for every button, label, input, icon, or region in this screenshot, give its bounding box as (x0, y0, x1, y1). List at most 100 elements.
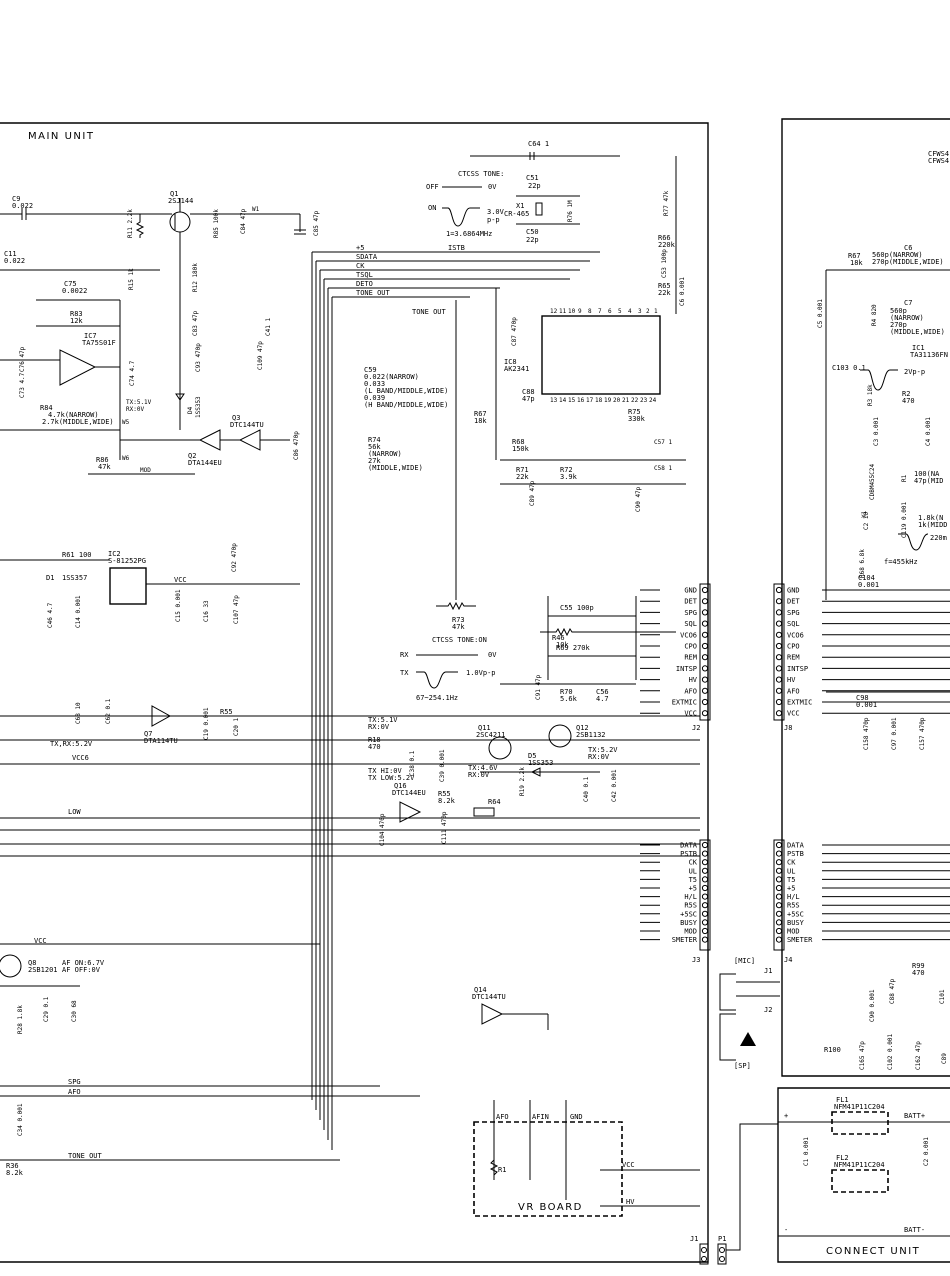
ic8-pin: 5 (618, 308, 622, 315)
r84-value-2: 2.7k(MIDDLE,WIDE) (42, 418, 114, 426)
c59-ref: C59 (364, 366, 377, 374)
c98r-ref: C98 (856, 694, 869, 702)
vcc06-label: VCC6 (72, 754, 89, 762)
r2r-ref: R2 (902, 390, 910, 398)
q7-ref: Q7 (144, 730, 152, 738)
ctcss-on-v: 3.0V (487, 208, 505, 216)
j3-ref: J3 (692, 956, 700, 964)
c107-label: C107 47p (233, 595, 240, 624)
connector-pin-label: SMETER (672, 936, 698, 944)
jacks: [MIC] J1 J2 [SP] R99 470 C88 47p C90 0.0… (719, 957, 948, 1070)
connector-pin (775, 698, 783, 706)
c2c-label: C2 0.001 (923, 1137, 930, 1166)
connector-pin (701, 876, 709, 883)
d5-part: 1SS353 (528, 759, 553, 767)
connector-pin-label: INTSP (676, 665, 697, 673)
c97r-label: C97 0.001 (891, 717, 898, 750)
c29-label: C29 0.1 (43, 996, 50, 1022)
q8-ref: Q8 (28, 959, 36, 967)
connector-pin (775, 859, 783, 866)
c7r-l2: 270p (890, 321, 907, 329)
r74-line-2: 27k (368, 457, 381, 465)
r4r-label: R4 820 (871, 304, 878, 326)
connector-pin-label: SMETER (787, 936, 813, 944)
r67-value: 18k (474, 417, 487, 425)
connector-pin-label: UL (689, 867, 697, 875)
r76-label: R76 1M (567, 200, 574, 222)
bus-label-5: TONE OUT (356, 289, 391, 297)
connector-pin-label: BUSY (680, 919, 698, 927)
r67-label: R67 (474, 410, 487, 418)
connector-pin-label: +5 (689, 885, 697, 893)
right-unit-frame (781, 118, 950, 1077)
ic8-pin: 21 (622, 397, 630, 404)
ic7-part: TA75S01F (82, 339, 116, 347)
connector-pin (775, 841, 783, 849)
r74-ref: R74 (368, 436, 381, 444)
audio-section: VCC Q8 2SB1201 AF ON:6.7V AF OFF:0V C29 … (0, 937, 549, 1177)
c55-label: C55 100p (560, 604, 594, 612)
r28-label: R28 1.8k (17, 1005, 24, 1034)
c88r-label: C88 47p (889, 978, 896, 1004)
r100r-label: R100 (824, 1046, 841, 1054)
connector-pin (701, 609, 709, 616)
j8-connector: GNDDETSPGSQLVCO6CPOREMINTSPHVAFOEXTMICVC… (773, 583, 950, 750)
j4-connector: DATAPSTBCKULT5+5H/LR5S+5SCBUSYMODSMETER … (773, 839, 950, 964)
r1b-v2: 1k(MIDD (918, 521, 948, 529)
w220-label: 220m (930, 534, 947, 542)
q3-part: DTC144TU (230, 421, 264, 429)
txrx-2: RX:0V (126, 406, 144, 413)
connector-pin-label: REM (684, 654, 697, 662)
r83-value: 12k (70, 317, 83, 325)
ic8-pin: 4 (628, 308, 632, 315)
bus-label-0: +5 (356, 244, 364, 252)
connector-pin-label: +5SC (680, 910, 697, 918)
connector-pin (775, 850, 783, 857)
c6r-ref: C6 (904, 244, 912, 252)
q1-ref: Q1 (170, 190, 178, 198)
q11-part: 2SC4211 (476, 731, 506, 739)
connector-pin (701, 586, 709, 594)
r72-label: R72 (560, 466, 573, 474)
q16-v1: TX HI:0V (368, 767, 403, 775)
connector-pin (775, 884, 783, 892)
vcc-label: VCC (174, 576, 187, 584)
c85-label: C85 47p (313, 210, 320, 236)
r74-line-0: 56k (368, 443, 381, 451)
c34-label: C34 0.001 (17, 1103, 24, 1136)
c6r-v1: 560p(NARROW) (872, 251, 923, 259)
c68-label: C68 10 (75, 702, 82, 724)
connector-pin (701, 654, 709, 661)
r67r-value: 18k (850, 259, 863, 267)
connector-pin-label: R5S (684, 902, 697, 910)
c7r-ref: C7 (904, 299, 912, 307)
c9-value: 0.022 (12, 202, 33, 210)
c162r-label: C162 47p (915, 1041, 922, 1070)
connector-pin-label: MOD (684, 928, 697, 936)
p1-label: P1 (718, 1235, 726, 1243)
connector-pin (701, 910, 709, 917)
r11-label: R11 2.2k (127, 209, 134, 238)
connector-pin-label: MOD (787, 928, 800, 936)
q3-ref: Q3 (232, 414, 240, 422)
r66-label: R66 (658, 234, 671, 242)
r73-value: 47k (452, 623, 465, 631)
connector-pin-label: T5 (689, 876, 697, 884)
c59-line-2: (L BAND/MIDDLE,WIDE) (364, 387, 448, 395)
c90-label: C90 47p (635, 486, 642, 512)
c98r-value: 0.001 (856, 701, 877, 709)
r65-value: 22k (658, 289, 671, 297)
connector-pin-label: UL (787, 867, 795, 875)
connector-pin (701, 893, 709, 900)
q8-part: 2SB1201 (28, 966, 58, 974)
connector-pin (701, 841, 709, 849)
c5r-label: C5 0.001 (817, 299, 824, 328)
ic8-pin: 3 (638, 308, 642, 315)
connector-pin (701, 859, 709, 866)
connector-pin-label: VCO6 (787, 631, 804, 639)
input-section: C9 0.022 R11 2.2k Q1 2SJ144 W1 R85 100k … (0, 190, 320, 475)
q11-ref: Q11 (478, 724, 491, 732)
connector-pin-label: EXTMIC (672, 699, 697, 707)
x1-ref: X1 (516, 202, 524, 210)
connector-pin-label: CPO (684, 643, 697, 651)
